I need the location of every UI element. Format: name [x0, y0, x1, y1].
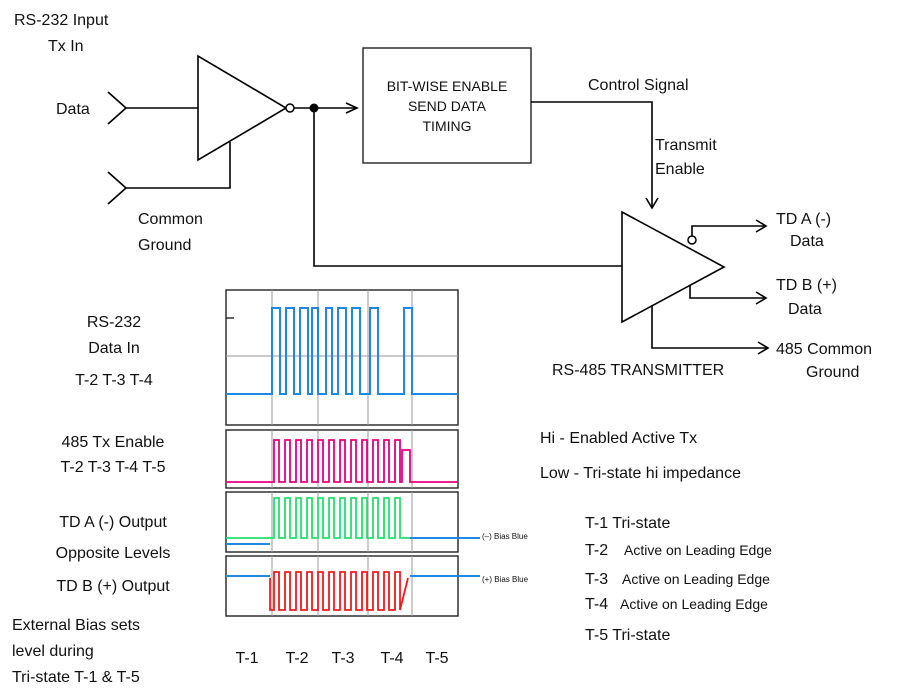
arrow-icon: [345, 102, 359, 114]
enable-periods-label: T-2 T-3 T-4 T-5: [61, 459, 166, 476]
rs232-label: RS-232: [87, 314, 141, 331]
legend-t4-id: T-4: [585, 596, 608, 613]
period-label: T-4: [380, 650, 403, 667]
legend-t4-desc: Active on Leading Edge: [620, 596, 768, 612]
bias-note-line-3: Tri-state T-1 & T-5: [12, 669, 140, 686]
period-label: T-3: [331, 650, 354, 667]
tda-output-trace: [226, 497, 458, 539]
rs485-transmitter: [621, 210, 770, 355]
tx-in-label: Tx In: [48, 38, 84, 55]
legend-t5: T-5 Tri-state: [585, 627, 670, 644]
control-signal-label: Control Signal: [588, 77, 689, 94]
tda-waveform-panel: [225, 491, 459, 553]
enable-waveform-panel: [225, 429, 459, 489]
tdb-output-label: TD B (+) Output: [56, 578, 170, 595]
legend-hi: Hi - Enabled Active Tx: [540, 430, 697, 447]
enable-label: Enable: [655, 161, 705, 178]
rs232-data-trace: [226, 307, 458, 395]
ground-input-connector: [107, 142, 231, 205]
legend-low: Low - Tri-state hi impedance: [540, 465, 741, 482]
minus-bias-label: (–) Bias Blue: [482, 532, 528, 541]
block-line-2: SEND DATA: [408, 98, 487, 114]
plus-bias-label: (+) Bias Blue: [482, 575, 529, 584]
bias-note-line-2: level during: [12, 643, 94, 660]
legend-t3-desc: Active on Leading Edge: [622, 571, 770, 587]
common485-label: 485 Common: [776, 341, 872, 358]
timing-block: [362, 47, 532, 164]
ground-label: Ground: [138, 237, 191, 254]
tdb-label: TD B (+): [776, 277, 837, 294]
tdb-data-label: Data: [788, 301, 822, 318]
tx-enable-label: 485 Tx Enable: [62, 434, 165, 451]
data-in-label: Data In: [88, 340, 140, 357]
transmitter-label: RS-485 TRANSMITTER: [552, 362, 724, 379]
arrow-down-icon: [645, 197, 659, 210]
data-label: Data: [56, 101, 90, 118]
rs232-receiver-buffer: [197, 54, 295, 162]
control-signal-wire: [531, 101, 653, 208]
legend-t2-id: T-2: [585, 542, 608, 559]
tdb-output-trace: [269, 571, 409, 611]
common485-ground-label: Ground: [806, 364, 859, 381]
period-label: T-1: [235, 650, 258, 667]
tx-enable-trace: [226, 439, 458, 483]
data-input-connector: [107, 91, 198, 125]
tda-output-label: TD A (-) Output: [59, 514, 167, 531]
legend-t1: T-1 Tri-state: [585, 515, 670, 532]
data-to-transmitter-wire: [313, 108, 622, 267]
rs232-waveform-panel: [225, 289, 459, 426]
transmit-label: Transmit: [655, 137, 717, 154]
tda-data-label: Data: [790, 233, 824, 250]
tdb-waveform-panel: [225, 555, 459, 617]
rs232-periods-label: T-2 T-3 T-4: [75, 372, 153, 389]
period-label: T-2: [285, 650, 308, 667]
tda-label: TD A (-): [776, 211, 831, 228]
opposite-levels-label: Opposite Levels: [56, 545, 171, 562]
legend-t3-id: T-3: [585, 571, 608, 588]
period-label: T-5: [425, 650, 448, 667]
common-label: Common: [138, 211, 203, 228]
block-line-3: TIMING: [423, 118, 472, 134]
timing-panels: [225, 289, 480, 617]
bias-note-line-1: External Bias sets: [12, 617, 140, 634]
legend-t2-desc: Active on Leading Edge: [624, 542, 772, 558]
rs232-input-label: RS-232 Input: [14, 12, 109, 29]
block-line-1: BIT-WISE ENABLE: [387, 78, 508, 94]
